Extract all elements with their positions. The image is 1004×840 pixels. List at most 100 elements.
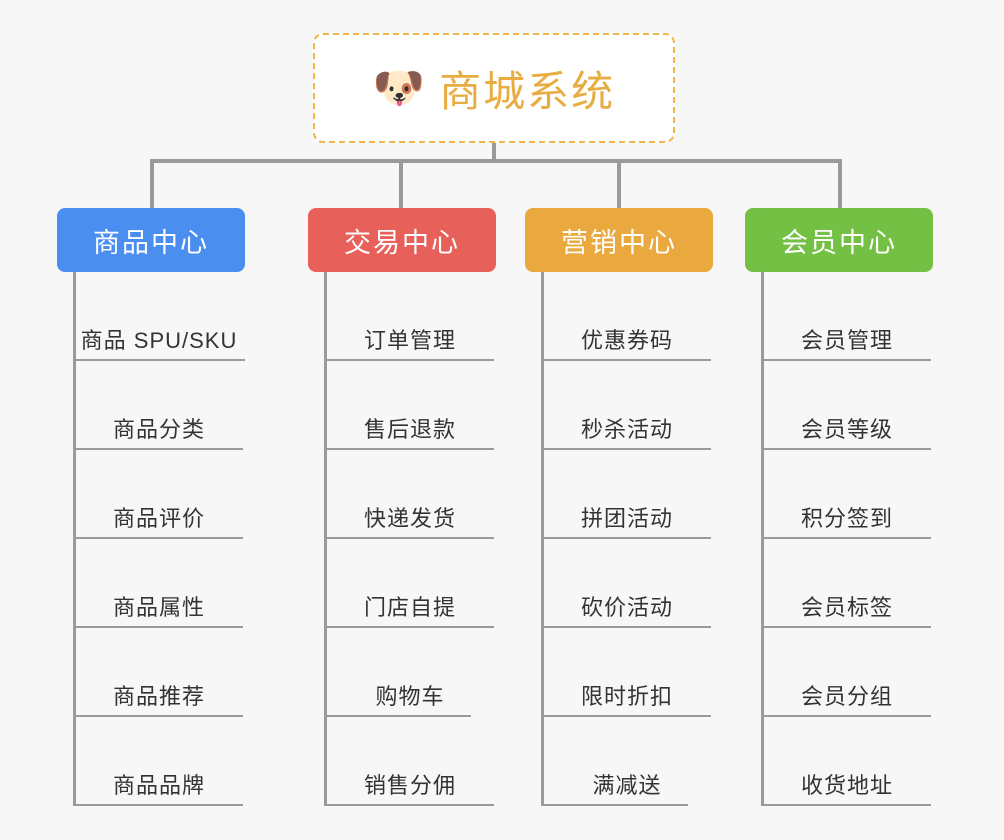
leaf-label: 商品分类 bbox=[112, 417, 205, 442]
leaf-underline bbox=[324, 804, 495, 806]
branch-header-4[interactable]: 会员中心 bbox=[745, 208, 933, 272]
branch-items-4: 会员管理 会员等级 积分签到 会员标签 会员分组 收货地址 bbox=[761, 272, 933, 806]
branch-header-1[interactable]: 商品中心 bbox=[57, 208, 245, 272]
leaf-underline bbox=[761, 537, 932, 539]
list-item[interactable]: 订单管理 bbox=[324, 272, 496, 361]
leaf-label: 销售分佣 bbox=[363, 773, 456, 798]
leaf-label: 会员等级 bbox=[800, 417, 893, 442]
root-stub-connector bbox=[492, 143, 496, 163]
leaf-underline bbox=[73, 626, 244, 628]
leaf-underline bbox=[761, 626, 932, 628]
branch-column-2: 交易中心 订单管理 售后退款 快递发货 门店自提 购物车 bbox=[308, 208, 496, 806]
leaf-underline bbox=[73, 715, 244, 717]
list-item[interactable]: 积分签到 bbox=[761, 450, 933, 539]
leaf-label: 商品评价 bbox=[112, 506, 205, 531]
list-item[interactable]: 商品分类 bbox=[73, 361, 245, 450]
list-item[interactable]: 门店自提 bbox=[324, 539, 496, 628]
leaf-label: 商品 SPU/SKU bbox=[80, 328, 238, 353]
leaf-label: 秒杀活动 bbox=[580, 417, 673, 442]
list-item[interactable]: 收货地址 bbox=[761, 717, 933, 806]
leaf-label: 拼团活动 bbox=[580, 506, 673, 531]
branch-spine-1 bbox=[73, 272, 76, 806]
branch-column-4: 会员中心 会员管理 会员等级 积分签到 会员标签 会员分组 bbox=[745, 208, 933, 806]
leaf-label: 会员管理 bbox=[800, 328, 893, 353]
leaf-label: 商品品牌 bbox=[112, 773, 205, 798]
list-item[interactable]: 购物车 bbox=[324, 628, 496, 717]
leaf-label: 收货地址 bbox=[800, 773, 893, 798]
root-node[interactable]: 🐶 商城系统 bbox=[313, 33, 675, 143]
leaf-underline bbox=[73, 804, 244, 806]
horizontal-bus-connector bbox=[150, 159, 842, 163]
list-item[interactable]: 商品评价 bbox=[73, 450, 245, 539]
leaf-label: 快递发货 bbox=[363, 506, 456, 531]
list-item[interactable]: 商品品牌 bbox=[73, 717, 245, 806]
branch-column-3: 营销中心 优惠券码 秒杀活动 拼团活动 砍价活动 限时折扣 bbox=[525, 208, 713, 806]
leaf-label: 商品属性 bbox=[112, 595, 205, 620]
leaf-underline bbox=[73, 448, 244, 450]
branch-spine-2 bbox=[324, 272, 327, 806]
branch-label-1: 商品中心 bbox=[93, 227, 209, 258]
leaf-underline bbox=[761, 715, 932, 717]
list-item[interactable]: 售后退款 bbox=[324, 361, 496, 450]
branch-header-3[interactable]: 营销中心 bbox=[525, 208, 713, 272]
list-item[interactable]: 秒杀活动 bbox=[541, 361, 713, 450]
leaf-label: 满减送 bbox=[592, 773, 662, 798]
list-item[interactable]: 商品 SPU/SKU bbox=[73, 272, 245, 361]
leaf-underline bbox=[324, 359, 495, 361]
leaf-label: 售后退款 bbox=[363, 417, 456, 442]
list-item[interactable]: 拼团活动 bbox=[541, 450, 713, 539]
leaf-underline bbox=[761, 359, 932, 361]
leaf-underline bbox=[324, 537, 495, 539]
leaf-underline bbox=[541, 448, 712, 450]
list-item[interactable]: 会员分组 bbox=[761, 628, 933, 717]
dog-face-icon: 🐶 bbox=[372, 64, 426, 111]
branch-spine-3 bbox=[541, 272, 544, 806]
list-item[interactable]: 优惠券码 bbox=[541, 272, 713, 361]
leaf-underline bbox=[541, 715, 712, 717]
leaf-underline bbox=[541, 626, 712, 628]
list-item[interactable]: 砍价活动 bbox=[541, 539, 713, 628]
branch-spine-4 bbox=[761, 272, 764, 806]
drop-connector-1 bbox=[150, 159, 154, 211]
leaf-underline bbox=[324, 626, 495, 628]
branch-column-1: 商品中心 商品 SPU/SKU 商品分类 商品评价 商品属性 商品推荐 bbox=[57, 208, 245, 806]
leaf-label: 会员分组 bbox=[800, 684, 893, 709]
list-item[interactable]: 商品属性 bbox=[73, 539, 245, 628]
branch-items-1: 商品 SPU/SKU 商品分类 商品评价 商品属性 商品推荐 商品品牌 bbox=[73, 272, 245, 806]
leaf-underline bbox=[761, 804, 932, 806]
list-item[interactable]: 会员管理 bbox=[761, 272, 933, 361]
list-item[interactable]: 会员标签 bbox=[761, 539, 933, 628]
leaf-label: 购物车 bbox=[375, 684, 445, 709]
branch-label-3: 营销中心 bbox=[561, 227, 677, 258]
leaf-underline bbox=[324, 448, 495, 450]
list-item[interactable]: 会员等级 bbox=[761, 361, 933, 450]
leaf-label: 砍价活动 bbox=[580, 595, 673, 620]
branch-items-3: 优惠券码 秒杀活动 拼团活动 砍价活动 限时折扣 满减送 bbox=[541, 272, 713, 806]
branch-items-2: 订单管理 售后退款 快递发货 门店自提 购物车 销售分佣 bbox=[324, 272, 496, 806]
root-title: 商城系统 bbox=[439, 67, 616, 115]
branch-label-4: 会员中心 bbox=[781, 227, 897, 258]
leaf-underline bbox=[73, 537, 244, 539]
leaf-label: 门店自提 bbox=[363, 595, 456, 620]
list-item[interactable]: 快递发货 bbox=[324, 450, 496, 539]
leaf-underline bbox=[73, 359, 245, 361]
leaf-label: 积分签到 bbox=[800, 506, 893, 531]
leaf-label: 限时折扣 bbox=[580, 684, 673, 709]
leaf-label: 订单管理 bbox=[363, 328, 456, 353]
list-item[interactable]: 满减送 bbox=[541, 717, 713, 806]
leaf-label: 优惠券码 bbox=[580, 328, 673, 353]
branch-header-2[interactable]: 交易中心 bbox=[308, 208, 496, 272]
leaf-label: 商品推荐 bbox=[112, 684, 205, 709]
leaf-underline bbox=[761, 448, 932, 450]
drop-connector-3 bbox=[617, 159, 621, 211]
leaf-underline bbox=[541, 537, 712, 539]
list-item[interactable]: 商品推荐 bbox=[73, 628, 245, 717]
branch-label-2: 交易中心 bbox=[344, 227, 460, 258]
list-item[interactable]: 限时折扣 bbox=[541, 628, 713, 717]
list-item[interactable]: 销售分佣 bbox=[324, 717, 496, 806]
drop-connector-4 bbox=[838, 159, 842, 211]
drop-connector-2 bbox=[399, 159, 403, 211]
leaf-label: 会员标签 bbox=[800, 595, 893, 620]
leaf-underline bbox=[541, 359, 712, 361]
